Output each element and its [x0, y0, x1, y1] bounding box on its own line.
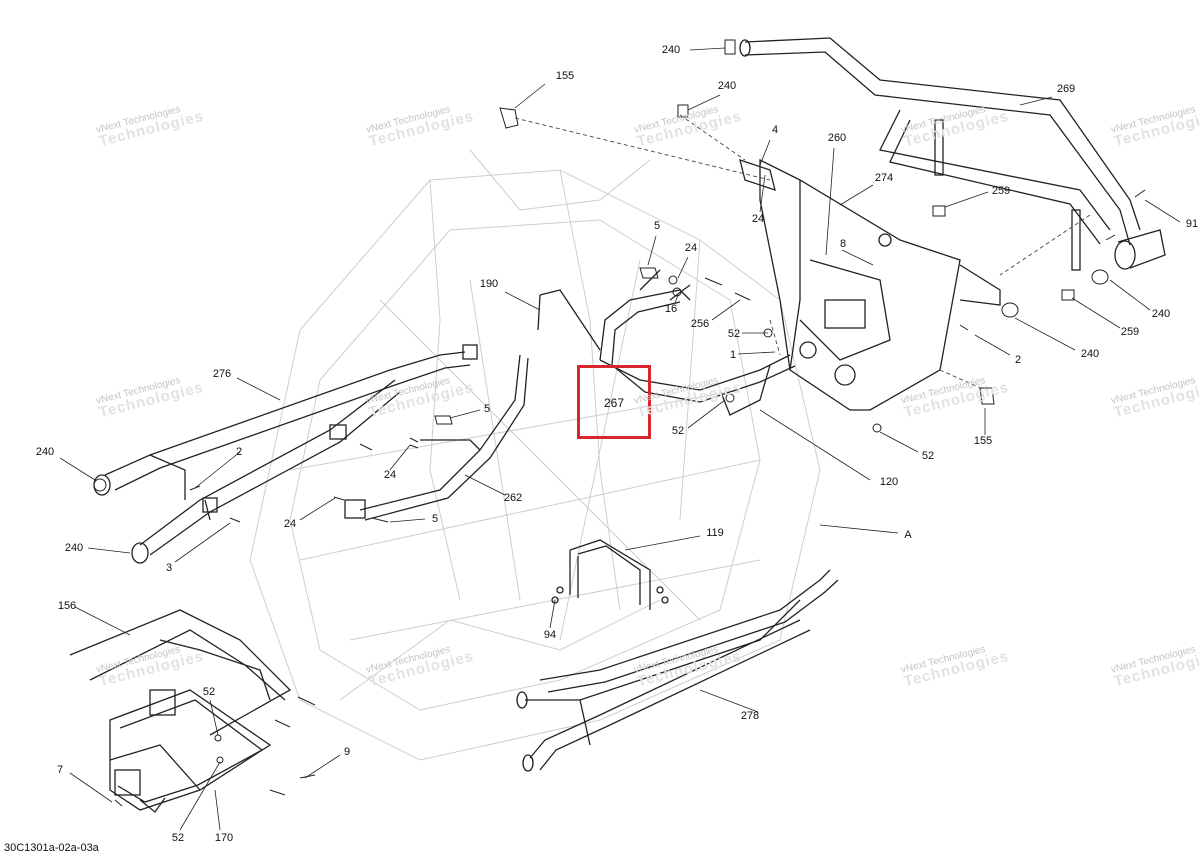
rear-bumper-269	[739, 37, 1166, 271]
callout-259: 259	[1120, 326, 1140, 338]
callout-2: 2	[235, 446, 243, 458]
callout-260: 260	[827, 132, 847, 144]
fasteners	[93, 39, 1146, 807]
hitch-assembly-156	[69, 609, 292, 813]
part-code: 30C1301a-02a-03a	[4, 842, 99, 854]
callout-24: 24	[751, 213, 765, 225]
callout-52: 52	[671, 425, 685, 437]
callout-240: 240	[661, 44, 681, 56]
brace-276	[93, 344, 478, 564]
callout-3: 3	[165, 562, 173, 574]
ghost-frame	[249, 149, 821, 761]
callout-52: 52	[921, 450, 935, 462]
callout-16: 16	[664, 303, 678, 315]
callout-190: 190	[479, 278, 499, 290]
callout-240: 240	[717, 80, 737, 92]
callout-52: 52	[171, 832, 185, 844]
assembly-dashed-lines	[514, 114, 1091, 391]
callout-155: 155	[555, 70, 575, 82]
callout-52: 52	[727, 328, 741, 340]
callout-276: 276	[212, 368, 232, 380]
callout-262: 262	[503, 492, 523, 504]
callout-5: 5	[653, 220, 661, 232]
callout-9: 9	[343, 746, 351, 758]
callout-2: 2	[1014, 354, 1022, 366]
callout-94: 94	[543, 629, 557, 641]
callout-267-highlighted[interactable]: 267	[603, 396, 625, 410]
brace-262	[344, 354, 529, 521]
callout-4: 4	[771, 124, 779, 136]
callout-256: 256	[690, 318, 710, 330]
callout-119: 119	[706, 527, 724, 539]
callout-91: 91	[1185, 218, 1199, 230]
highlight-box	[577, 365, 651, 439]
hoop-267	[537, 289, 796, 416]
center-bracket-assembly	[639, 158, 1001, 411]
callout-8: 8	[839, 238, 847, 250]
callout-240: 240	[1080, 348, 1100, 360]
callout-24: 24	[684, 242, 698, 254]
callout-274: 274	[874, 172, 894, 184]
callout-24: 24	[383, 469, 397, 481]
callout-278: 278	[740, 710, 760, 722]
callout-240: 240	[1151, 308, 1171, 320]
bracket-119	[551, 539, 669, 610]
callout-269: 269	[1056, 83, 1076, 95]
callout-155: 155	[973, 435, 993, 447]
callout-5: 5	[431, 513, 439, 525]
callout-5: 5	[483, 403, 491, 415]
callout-120: 120	[879, 476, 899, 488]
callout-240: 240	[64, 542, 84, 554]
callout-156: 156	[57, 600, 77, 612]
callout-24: 24	[283, 518, 297, 530]
callout-259: 259	[991, 185, 1011, 197]
callout-170: 170	[214, 832, 234, 844]
callout-1: 1	[729, 349, 737, 361]
callout-7: 7	[56, 764, 64, 776]
callout-52: 52	[202, 686, 216, 698]
skid-278	[516, 569, 839, 772]
callout-A: A	[904, 529, 912, 541]
leader-lines	[59, 47, 1181, 831]
callout-240: 240	[35, 446, 55, 458]
